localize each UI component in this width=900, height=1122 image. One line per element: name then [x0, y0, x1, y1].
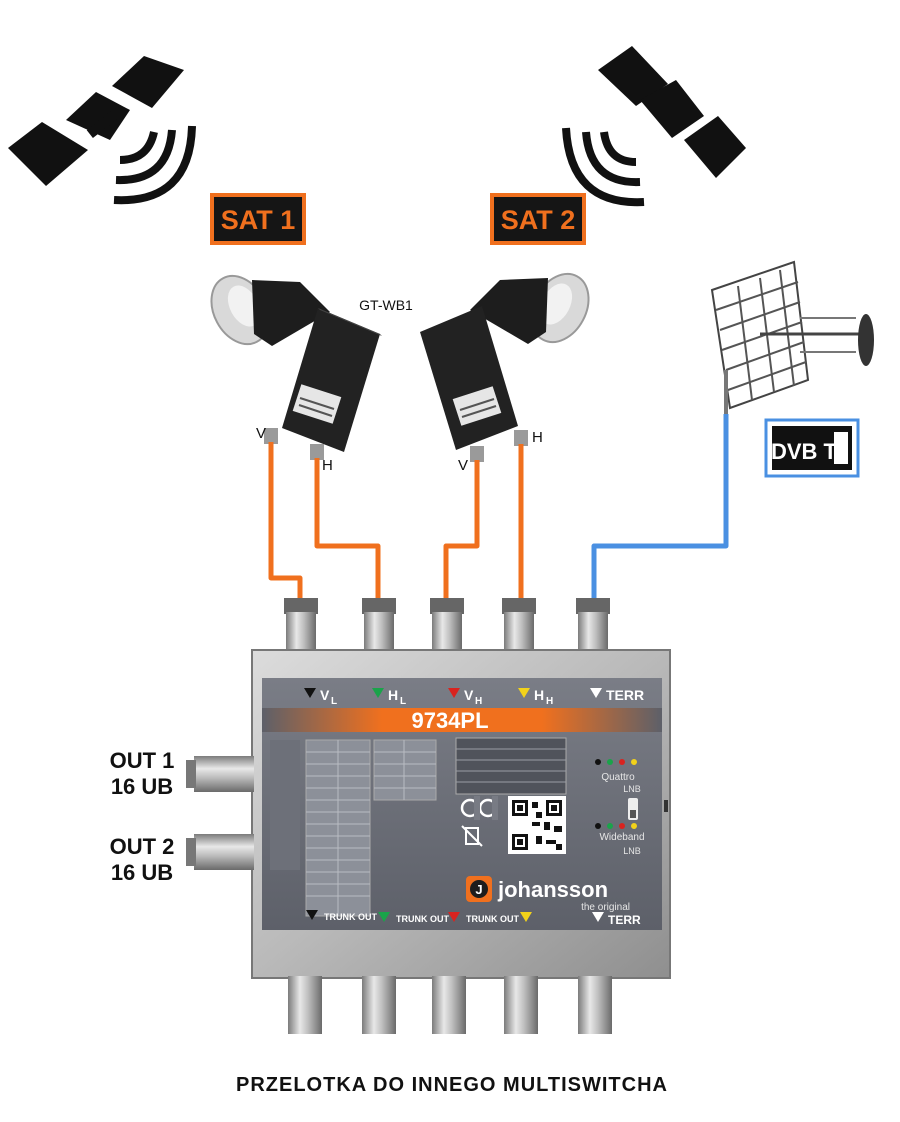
multiswitch-body: 9734PL V L H L V H H H TERR: [251, 649, 671, 979]
lnb2-v-label: V: [458, 457, 468, 474]
trunk-label-terr: TERR: [608, 913, 641, 927]
frequency-table: [270, 739, 437, 917]
sat1-label: SAT 1: [210, 193, 306, 245]
lnb2-h-label: H: [532, 429, 543, 446]
input-label-hl: H: [388, 687, 398, 703]
cable-terrestrial: [591, 414, 729, 600]
satellite-1-icon: [8, 56, 196, 205]
input-marker-vl: [304, 688, 316, 698]
trunk-connector-3: [432, 976, 466, 1034]
trunk-connector-terr: [578, 976, 612, 1034]
input-label-terr: TERR: [606, 687, 644, 703]
terrestrial-antenna-icon: [710, 260, 874, 416]
input-connector-hh: [502, 598, 536, 654]
diagram-caption: PRZELOTKA DO INNEGO MULTISWITCHA: [236, 1074, 668, 1096]
trunk-label-3: TRUNK OUT: [466, 914, 519, 924]
trunk-label-1: TRUNK OUT: [324, 912, 377, 922]
out1-label-line2: 16 UB: [111, 774, 173, 799]
lnb-1: [210, 274, 382, 460]
trunk-label-2: TRUNK OUT: [396, 914, 449, 924]
brand-tagline: the original: [581, 902, 630, 913]
input-connector-vh: [430, 598, 464, 654]
ce-mark-icon: [460, 796, 498, 820]
input-label-vl: V: [320, 687, 330, 703]
cable-sat1-h: [314, 458, 381, 600]
lnb1-h-label: H: [322, 457, 333, 474]
brand-name: johansson: [497, 877, 608, 902]
cable-sat2-v: [443, 460, 480, 600]
trunk-connector-1: [288, 976, 322, 1034]
input-connector-vl: [284, 598, 318, 654]
mode-label-lnb-1: LNB: [623, 784, 641, 794]
weee-bin-icon: [461, 825, 483, 847]
input-marker-terr: [590, 688, 602, 698]
input-sub-vl: L: [331, 696, 337, 707]
trunk-connector-2: [362, 976, 396, 1034]
multiswitch-model: 9734PL: [411, 708, 488, 733]
trunk-out-labels: TRUNK OUT TRUNK OUT TRUNK OUT TERR: [306, 910, 641, 927]
input-sub-hl: L: [400, 696, 406, 707]
trunk-connectors: [288, 976, 612, 1034]
output-connectors: [186, 756, 254, 870]
sat2-label-text: SAT 2: [501, 205, 576, 235]
dvbt-logo: DVB T: [764, 418, 860, 478]
trunk-connector-4: [504, 976, 538, 1034]
mode-switch: Quattro LNB Wideband LNB: [595, 759, 668, 856]
input-connector-hl: [362, 598, 396, 654]
input-sub-vh: H: [475, 696, 482, 707]
cable-sat1-v: [268, 442, 303, 600]
mode-label-quattro: Quattro: [601, 772, 635, 783]
out1-label-line1: OUT 1: [110, 748, 175, 773]
input-connector-terr: [576, 598, 610, 654]
trunk-marker-2: [378, 912, 390, 922]
input-labels: V L H L V H H H TERR: [304, 687, 644, 707]
trunk-marker-terr: [592, 912, 604, 922]
input-marker-hl: [372, 688, 384, 698]
spec-table: [455, 737, 567, 795]
input-label-hh: H: [534, 687, 544, 703]
lnb-model-label: GT-WB1: [359, 297, 413, 313]
sat2-label: SAT 2: [490, 193, 586, 245]
input-marker-vh: [448, 688, 460, 698]
trunk-marker-4: [520, 912, 532, 922]
dvbt-logo-text: DVB T: [771, 439, 838, 464]
mode-label-wideband: Wideband: [599, 832, 644, 843]
qr-code-icon: [508, 796, 566, 854]
output-connector-1: [186, 756, 254, 792]
input-marker-hh: [518, 688, 530, 698]
svg-text:J: J: [475, 882, 482, 897]
lnb-2: [420, 272, 590, 462]
input-sub-hh: H: [546, 696, 553, 707]
sat1-label-text: SAT 1: [221, 205, 296, 235]
input-connectors: [284, 598, 610, 654]
output-connector-2: [186, 834, 254, 870]
out2-label-line1: OUT 2: [110, 834, 175, 859]
lnb1-v-label: V: [256, 425, 266, 442]
trunk-marker-3: [448, 912, 460, 922]
johansson-logo: J johansson the original: [466, 876, 630, 913]
out2-label-line2: 16 UB: [111, 860, 173, 885]
input-label-vh: V: [464, 687, 474, 703]
mode-label-lnb-2: LNB: [623, 846, 641, 856]
trunk-marker-1: [306, 910, 318, 920]
cables: [268, 414, 729, 600]
satellite-2-icon: [562, 46, 746, 207]
